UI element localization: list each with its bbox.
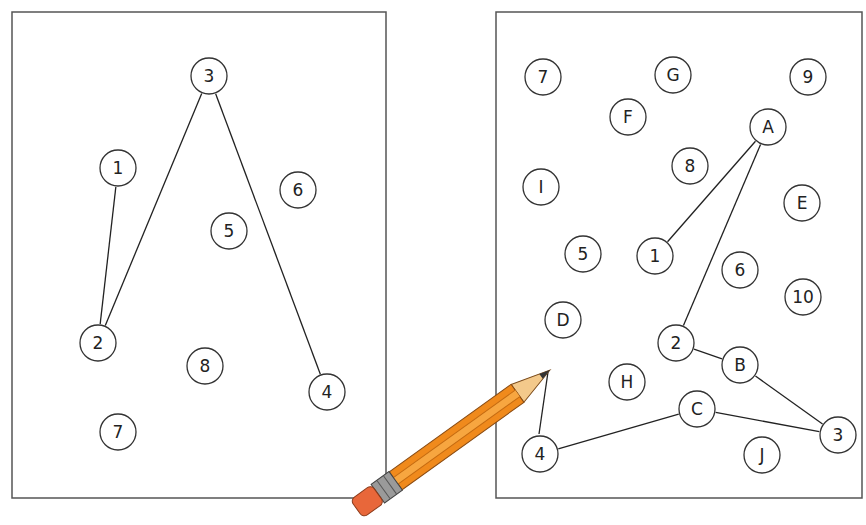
- circle-label: 1: [650, 248, 661, 265]
- circle-label: 6: [735, 262, 746, 279]
- test-circle: C: [678, 390, 716, 428]
- circle-label: G: [666, 67, 679, 84]
- circle-label: 6: [293, 182, 304, 199]
- test-circle: A: [749, 108, 787, 146]
- trail-line: [100, 187, 116, 324]
- circle-label: I: [538, 179, 543, 196]
- circle-label: 10: [792, 289, 814, 306]
- trail-line: [694, 349, 722, 359]
- test-circle: 1: [99, 149, 137, 187]
- circle-label: 9: [803, 69, 814, 86]
- test-circle: 5: [564, 235, 602, 273]
- trail-line: [683, 144, 760, 325]
- test-circle: B: [721, 346, 759, 384]
- circle-label: 2: [671, 335, 682, 352]
- test-circle: J: [743, 436, 781, 474]
- test-circle: 7: [99, 413, 137, 451]
- test-circle: 5: [210, 212, 248, 250]
- test-circle: F: [609, 98, 647, 136]
- trail-line: [755, 376, 822, 424]
- test-circle: 8: [671, 147, 709, 185]
- trail-line: [668, 141, 756, 241]
- test-circle: 2: [657, 324, 695, 362]
- pencil: [350, 361, 557, 519]
- trail-line: [716, 412, 820, 431]
- test-circle: I: [522, 168, 560, 206]
- circle-label: F: [623, 109, 633, 126]
- circle-label: 3: [833, 427, 844, 444]
- circle-label: D: [556, 312, 569, 329]
- circle-label: E: [797, 195, 808, 212]
- test-circle: 7: [524, 58, 562, 96]
- test-circle: G: [654, 56, 692, 94]
- test-circle: 4: [521, 435, 559, 473]
- test-circle: 10: [784, 278, 822, 316]
- circle-label: 4: [322, 384, 333, 401]
- circle-label: 1: [113, 160, 124, 177]
- circle-label: J: [759, 447, 764, 464]
- circle-label: 4: [535, 446, 546, 463]
- circle-label: H: [621, 374, 634, 391]
- circle-label: 7: [113, 424, 124, 441]
- test-circle: D: [544, 301, 582, 339]
- circle-label: 5: [578, 246, 589, 263]
- circle-label: 5: [224, 223, 235, 240]
- test-circle: E: [783, 184, 821, 222]
- test-circle: 3: [819, 416, 857, 454]
- test-circle: 9: [789, 58, 827, 96]
- test-circle: 3: [190, 57, 228, 95]
- sheet-b: [496, 12, 862, 498]
- sheet-a: [12, 12, 386, 498]
- test-circle: 1: [636, 237, 674, 275]
- test-circle: 6: [721, 251, 759, 289]
- circle-label: 2: [93, 335, 104, 352]
- test-circle: 8: [186, 347, 224, 385]
- circle-label: C: [691, 401, 703, 418]
- circle-label: 8: [200, 358, 211, 375]
- circle-label: A: [762, 119, 774, 136]
- circle-label: B: [734, 357, 746, 374]
- trail-line: [558, 414, 678, 449]
- test-circle: 4: [308, 373, 346, 411]
- test-circle: 6: [279, 171, 317, 209]
- test-circle: 2: [79, 324, 117, 362]
- circle-label: 8: [685, 158, 696, 175]
- trail-line: [105, 94, 201, 326]
- trail-line: [216, 94, 321, 374]
- test-circle: H: [608, 363, 646, 401]
- circle-label: 3: [204, 68, 215, 85]
- circle-label: 7: [538, 69, 549, 86]
